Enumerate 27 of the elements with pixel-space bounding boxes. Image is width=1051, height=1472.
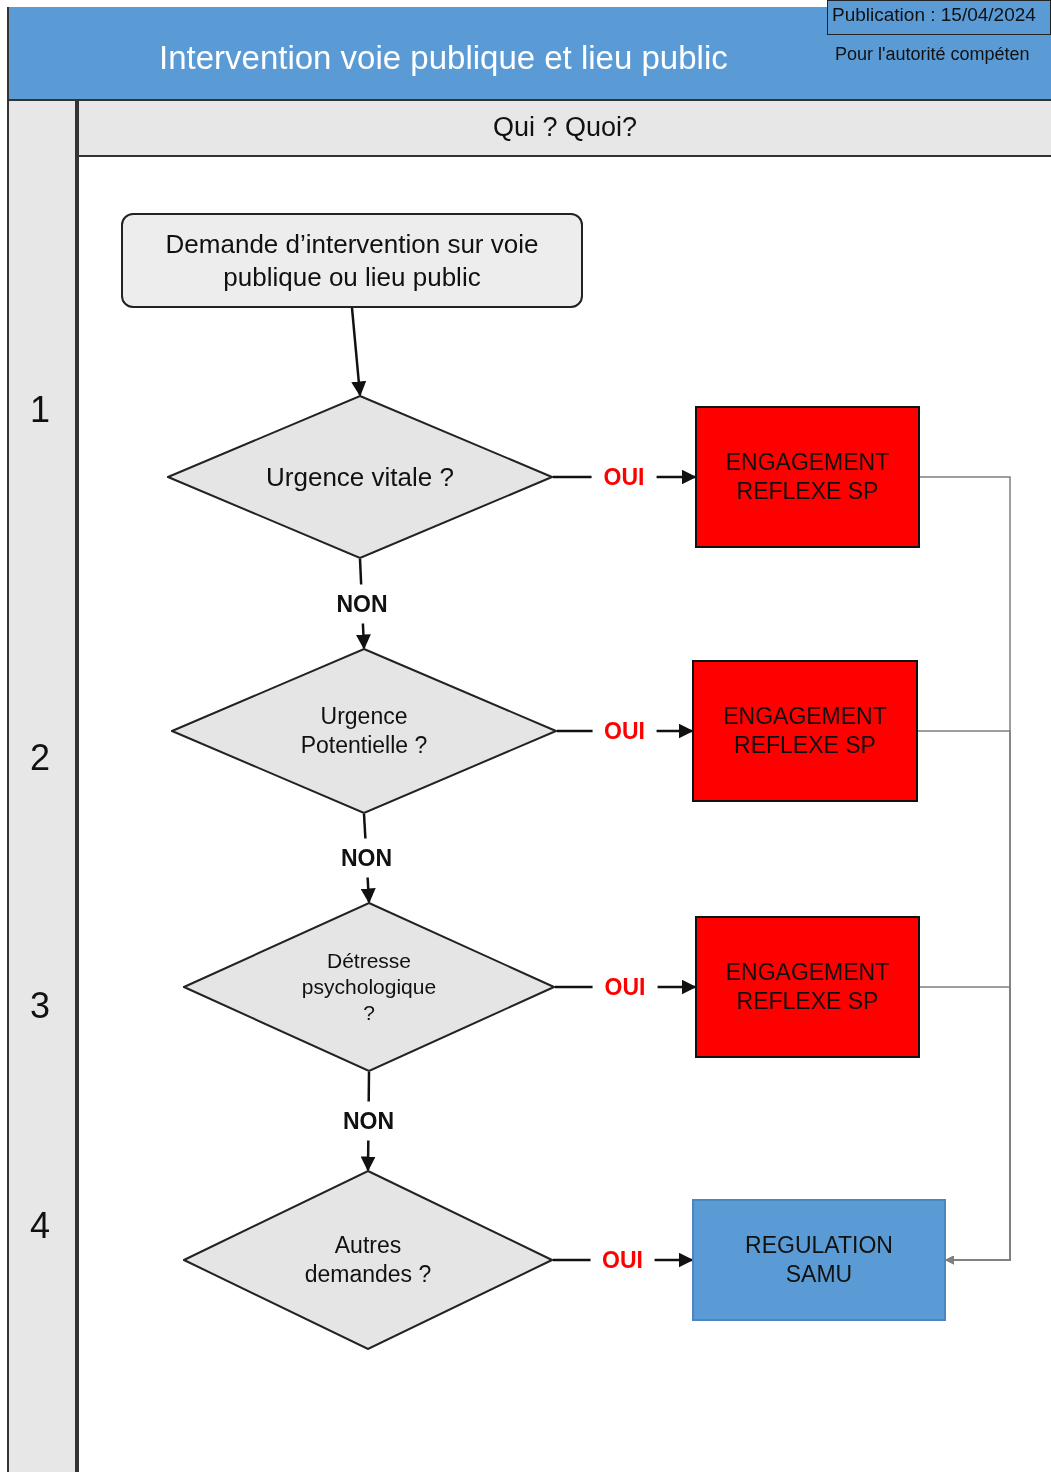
node-text: Urgence vitale ? — [266, 460, 454, 494]
lane-number: 3 — [29, 984, 51, 1028]
decision-diamond — [183, 902, 555, 1072]
node-text: ENGAGEMENT REFLEXE SP — [724, 958, 891, 1016]
node-text: Urgence Potentielle ? — [299, 702, 429, 760]
node-text: REGULATION SAMU — [744, 1231, 894, 1289]
node-text: Autres demandes ? — [303, 1231, 433, 1289]
arrow — [350, 307, 367, 397]
node-text: Détresse psychologique ? — [300, 947, 438, 1027]
lane-number: 2 — [29, 736, 51, 780]
node-text: ENGAGEMENT REFLEXE SP — [724, 448, 891, 506]
start-box — [121, 213, 583, 308]
stamp-box: Publication : 15/04/2024 — [827, 0, 1051, 35]
process-box — [692, 1199, 946, 1321]
decision-diamond — [183, 1170, 553, 1350]
lane-number: 4 — [29, 1204, 51, 1248]
node-text: Demande d’intervention sur voie publique ou lieu public — [164, 228, 540, 293]
process-box — [695, 916, 920, 1058]
decision-diamond — [167, 395, 553, 559]
column-heading: Qui ? Quoi? — [492, 111, 638, 145]
arrow — [919, 986, 1011, 1265]
decision-diamond — [171, 648, 557, 814]
node-text: ENGAGEMENT REFLEXE SP — [722, 702, 888, 760]
process-box — [692, 660, 918, 802]
title: Intervention voie publique et lieu public — [159, 38, 728, 78]
lane-number: 1 — [29, 388, 51, 432]
process-box — [695, 406, 920, 548]
